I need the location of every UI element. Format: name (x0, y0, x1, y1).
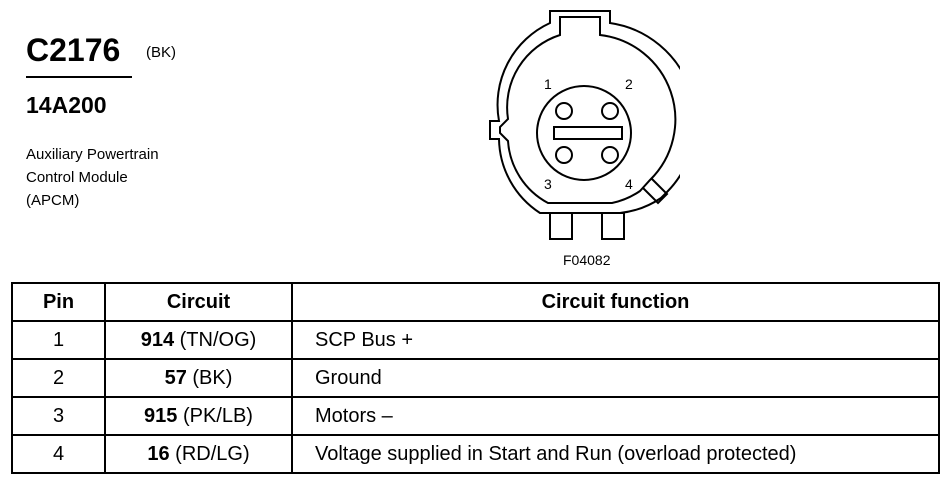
circuit-number: 16 (147, 442, 170, 465)
pin-table: Pin Circuit Circuit function 1 914 (TN/O… (11, 282, 940, 474)
circuit-color: (PK/LB) (177, 404, 253, 427)
circuit-number: 914 (140, 328, 175, 351)
latch-tab (642, 178, 669, 205)
circuit-cell: 915 (PK/LB) (104, 396, 293, 436)
pin-cell: 2 (11, 358, 106, 398)
description-line-1: Auxiliary Powertrain (26, 146, 159, 163)
connector-outer-shell (489, 10, 680, 214)
connector-leg-left (549, 212, 573, 240)
circuit-cell: 914 (TN/OG) (104, 320, 293, 360)
pin-3-hole (555, 146, 573, 164)
circuit-number: 57 (164, 366, 187, 389)
connector-face-diagram: 1 2 3 4 (489, 10, 680, 240)
connector-inner-contour (499, 16, 677, 204)
function-cell: Ground (291, 358, 940, 398)
header-circuit-function: Circuit function (291, 282, 940, 322)
description-line-2: Control Module (26, 169, 128, 186)
pin-1-hole (555, 102, 573, 120)
connector-id: C2176 (26, 32, 121, 68)
pin-cell: 1 (11, 320, 106, 360)
table-header-row: Pin Circuit Circuit function (11, 282, 940, 322)
pin-label-2: 2 (625, 76, 633, 92)
header-pin: Pin (11, 282, 106, 322)
circuit-cell: 57 (BK) (104, 358, 293, 398)
pin-cell: 3 (11, 396, 106, 436)
function-cell: Voltage supplied in Start and Run (overl… (291, 434, 940, 474)
pin-2-hole (601, 102, 619, 120)
header-circuit: Circuit (104, 282, 293, 322)
connector-color-code: (BK) (146, 44, 176, 61)
pin-cell: 4 (11, 434, 106, 474)
pin-label-3: 3 (544, 176, 552, 192)
table-row: 4 16 (RD/LG) Voltage supplied in Start a… (11, 434, 940, 474)
table-row: 1 914 (TN/OG) SCP Bus + (11, 320, 940, 360)
pin-label-1: 1 (544, 76, 552, 92)
part-number: 14A200 (26, 92, 107, 118)
connector-leg-right (601, 212, 625, 240)
description-line-3: (APCM) (26, 192, 80, 209)
circuit-cell: 16 (RD/LG) (104, 434, 293, 474)
component-description: Auxiliary Powertrain Control Module (APC… (26, 143, 159, 212)
circuit-number: 915 (144, 404, 178, 427)
center-key-slot (553, 126, 623, 140)
pin-4-hole (601, 146, 619, 164)
circuit-color: (RD/LG) (169, 442, 250, 465)
pin-face-circle (536, 85, 632, 181)
function-cell: Motors – (291, 396, 940, 436)
function-cell: SCP Bus + (291, 320, 940, 360)
connector-id-underline (26, 76, 132, 78)
circuit-color: (BK) (186, 366, 233, 389)
table-row: 2 57 (BK) Ground (11, 358, 940, 398)
circuit-color: (TN/OG) (174, 328, 257, 351)
pin-label-4: 4 (625, 176, 633, 192)
table-row: 3 915 (PK/LB) Motors – (11, 396, 940, 436)
figure-code: F04082 (563, 252, 611, 268)
